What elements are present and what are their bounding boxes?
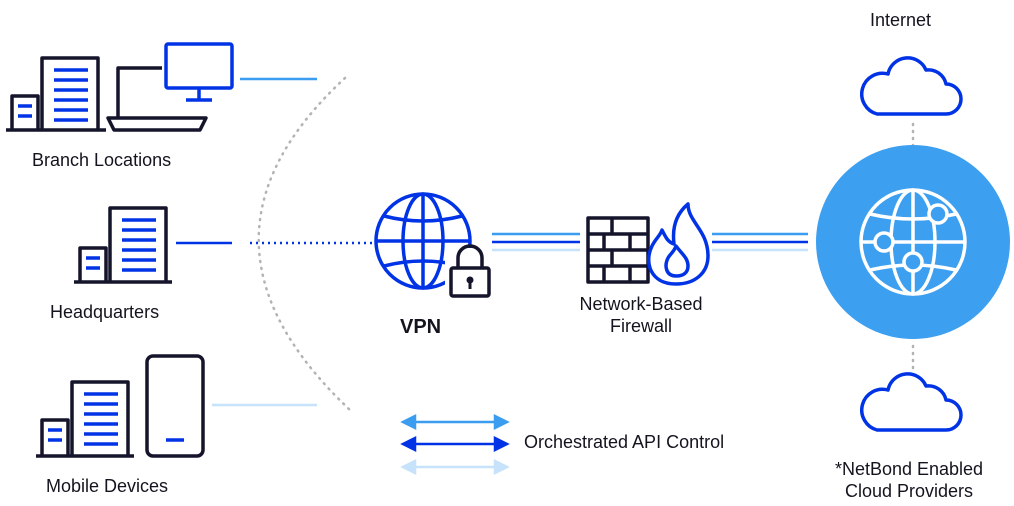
internet-label: Internet [870, 10, 932, 30]
legend-arrow-light [400, 413, 510, 431]
monitor-icon [164, 42, 234, 102]
headquarters-building-icon [74, 206, 172, 284]
legend-label: Orchestrated API Control [524, 432, 725, 452]
cloud-providers-cloud-icon [860, 372, 963, 432]
lock-icon [445, 244, 495, 300]
firewall-label: Network-Based Firewall [548, 293, 734, 337]
dotted-arc [257, 76, 352, 412]
vpn-label: VPN [400, 316, 442, 338]
firewall-cloud-link [712, 232, 808, 252]
cloud-providers-label-line2: Cloud Providers [844, 481, 974, 501]
mobile-devices-label: Mobile Devices [46, 476, 169, 496]
mobile-building-icon [36, 380, 134, 458]
flame-icon [647, 202, 710, 286]
network-globe-icon [859, 188, 967, 296]
branch-building-icon [6, 56, 106, 132]
legend-arrow-dark [400, 435, 510, 453]
vpn-firewall-link [492, 232, 580, 252]
vpn-globe-icon [374, 192, 472, 290]
legend-arrow-pale [400, 458, 510, 476]
internet-cloud-icon [860, 56, 963, 116]
laptop-icon [106, 66, 208, 132]
smartphone-icon [145, 354, 205, 458]
firewall-icon [586, 216, 650, 284]
cloud-providers-label-line1: *NetBond Enabled [834, 459, 984, 479]
firewall-label-line1: Network-Based [579, 294, 703, 314]
headquarters-label: Headquarters [50, 302, 160, 322]
firewall-label-line2: Firewall [609, 316, 672, 336]
branch-locations-label: Branch Locations [32, 150, 172, 170]
cloud-providers-label: *NetBond Enabled Cloud Providers [806, 458, 1012, 502]
